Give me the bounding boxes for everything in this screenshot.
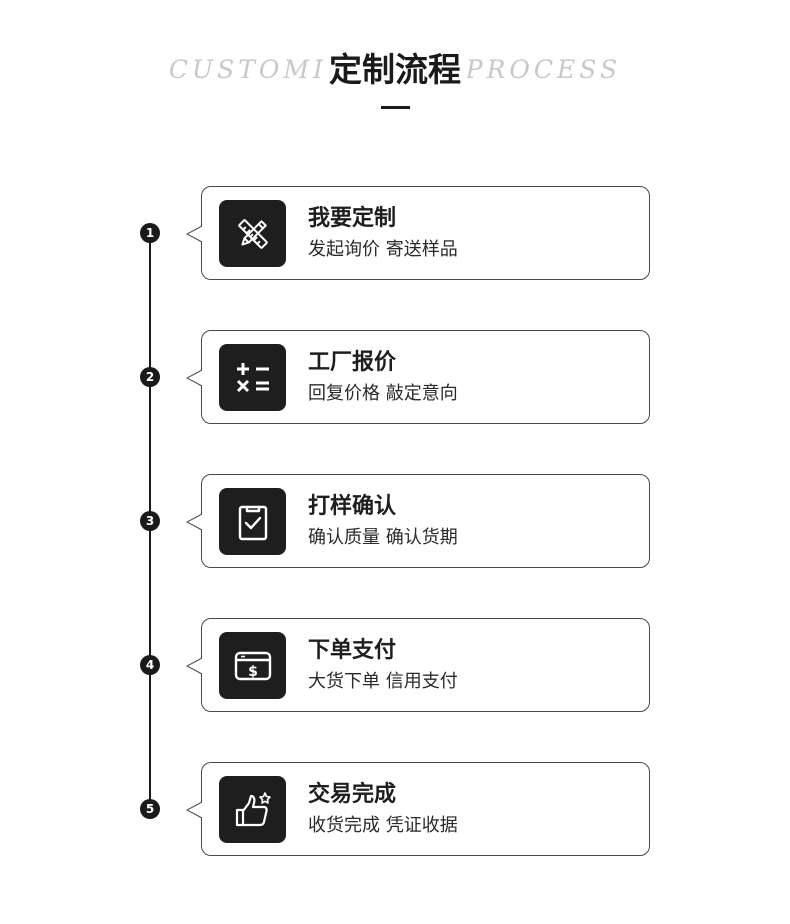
step-title: 交易完成 (308, 782, 397, 807)
step-card-1: 我要定制 发起询价 寄送样品 (186, 186, 650, 280)
card-pointer (186, 801, 202, 819)
payment-card-icon: $ (219, 632, 286, 699)
title-underline (381, 106, 410, 109)
step-title: 下单支付 (308, 638, 397, 663)
clipboard-check-icon (219, 488, 286, 555)
step-number-3: 3 (140, 511, 160, 531)
step-card-2: 工厂报价 回复价格 敲定意向 (186, 330, 650, 424)
page-title: 定制流程 (323, 48, 467, 92)
card-pointer (186, 225, 202, 243)
card-pointer (186, 369, 202, 387)
step-description: 收货完成 凭证收据 (308, 815, 458, 836)
step-description: 发起询价 寄送样品 (308, 239, 458, 260)
card-pointer (186, 657, 202, 675)
step-number-5: 5 (140, 799, 160, 819)
calculator-icon (219, 344, 286, 411)
ruler-pencil-icon (219, 200, 286, 267)
step-card-5: 交易完成 收货完成 凭证收据 (186, 762, 650, 856)
step-number-2: 2 (140, 367, 160, 387)
step-title: 工厂报价 (308, 350, 397, 375)
step-card-4: $ 下单支付 大货下单 信用支付 (186, 618, 650, 712)
step-description: 大货下单 信用支付 (308, 671, 458, 692)
card-pointer (186, 513, 202, 531)
step-card-3: 打样确认 确认质量 确认货期 (186, 474, 650, 568)
step-number-1: 1 (140, 223, 160, 243)
step-number-4: 4 (140, 655, 160, 675)
step-description: 确认质量 确认货期 (308, 527, 458, 548)
step-description: 回复价格 敲定意向 (308, 383, 458, 404)
svg-text:$: $ (248, 664, 258, 680)
step-title: 打样确认 (308, 494, 397, 519)
step-title: 我要定制 (308, 206, 397, 231)
page-header: CUSTOMIZATION PROCESS 定制流程 (0, 0, 790, 140)
thumbs-up-icon (219, 776, 286, 843)
